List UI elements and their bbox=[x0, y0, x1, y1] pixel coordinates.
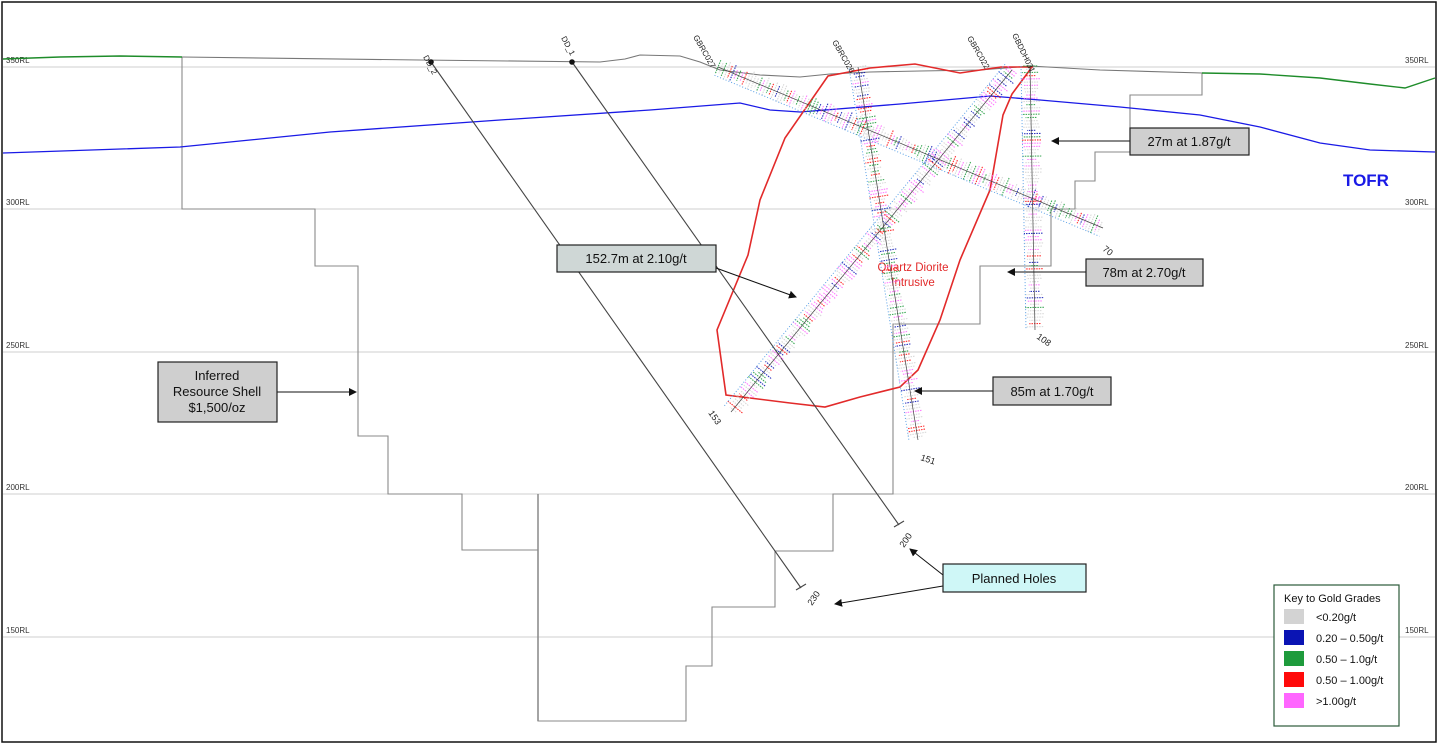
callout-27m-text: 27m at 1.87g/t bbox=[1147, 134, 1230, 149]
legend-swatch-4 bbox=[1284, 693, 1304, 708]
callout-planned-holes: Planned Holes bbox=[943, 564, 1086, 592]
callout-78m: 78m at 2.70g/t bbox=[1086, 259, 1203, 286]
legend-label-3: 0.50 – 1.00g/t bbox=[1316, 675, 1383, 687]
legend-label-4: >1.00g/t bbox=[1316, 696, 1356, 708]
callout-78m-text: 78m at 2.70g/t bbox=[1102, 265, 1185, 280]
rl-label-right-150: 150RL bbox=[1405, 626, 1429, 635]
callout-85m-text: 85m at 1.70g/t bbox=[1010, 384, 1093, 399]
callout-resource-shell-line1: Inferred bbox=[195, 368, 240, 383]
legend-swatch-1 bbox=[1284, 630, 1304, 645]
grade-legend: Key to Gold Grades <0.20g/t 0.20 – 0.50g/… bbox=[1274, 585, 1399, 726]
tofr-label: TOFR bbox=[1343, 171, 1389, 190]
callout-152m-text: 152.7m at 2.10g/t bbox=[585, 251, 687, 266]
rl-label-right-250: 250RL bbox=[1405, 341, 1429, 350]
legend-swatch-0 bbox=[1284, 609, 1304, 624]
legend-label-0: <0.20g/t bbox=[1316, 612, 1356, 624]
callout-resource-shell-line2: Resource Shell bbox=[173, 384, 261, 399]
rl-label-left-200: 200RL bbox=[6, 483, 30, 492]
callout-85m: 85m at 1.70g/t bbox=[993, 377, 1111, 405]
rl-label-left-350: 350RL bbox=[6, 56, 30, 65]
rl-label-right-200: 200RL bbox=[1405, 483, 1429, 492]
legend-label-2: 0.50 – 1.0g/t bbox=[1316, 654, 1377, 666]
rl-label-right-300: 300RL bbox=[1405, 198, 1429, 207]
callout-resource-shell-line3: $1,500/oz bbox=[188, 400, 245, 415]
planned-hole-dd1-collar bbox=[569, 59, 575, 65]
rl-label-left-250: 250RL bbox=[6, 341, 30, 350]
legend-swatch-3 bbox=[1284, 672, 1304, 687]
rl-label-right-350: 350RL bbox=[1405, 56, 1429, 65]
legend-label-1: 0.20 – 0.50g/t bbox=[1316, 633, 1383, 645]
rl-label-left-300: 300RL bbox=[6, 198, 30, 207]
rl-label-left-150: 150RL bbox=[6, 626, 30, 635]
callout-planned-holes-text: Planned Holes bbox=[972, 571, 1057, 586]
legend-swatch-2 bbox=[1284, 651, 1304, 666]
intrusive-label-line2: Intrusive bbox=[891, 277, 934, 289]
callout-152m: 152.7m at 2.10g/t bbox=[557, 245, 716, 272]
callout-27m: 27m at 1.87g/t bbox=[1130, 128, 1249, 155]
legend-title: Key to Gold Grades bbox=[1284, 593, 1381, 605]
intrusive-label-line1: Quartz Diorite bbox=[878, 262, 949, 274]
callout-resource-shell: Inferred Resource Shell $1,500/oz bbox=[158, 362, 277, 422]
